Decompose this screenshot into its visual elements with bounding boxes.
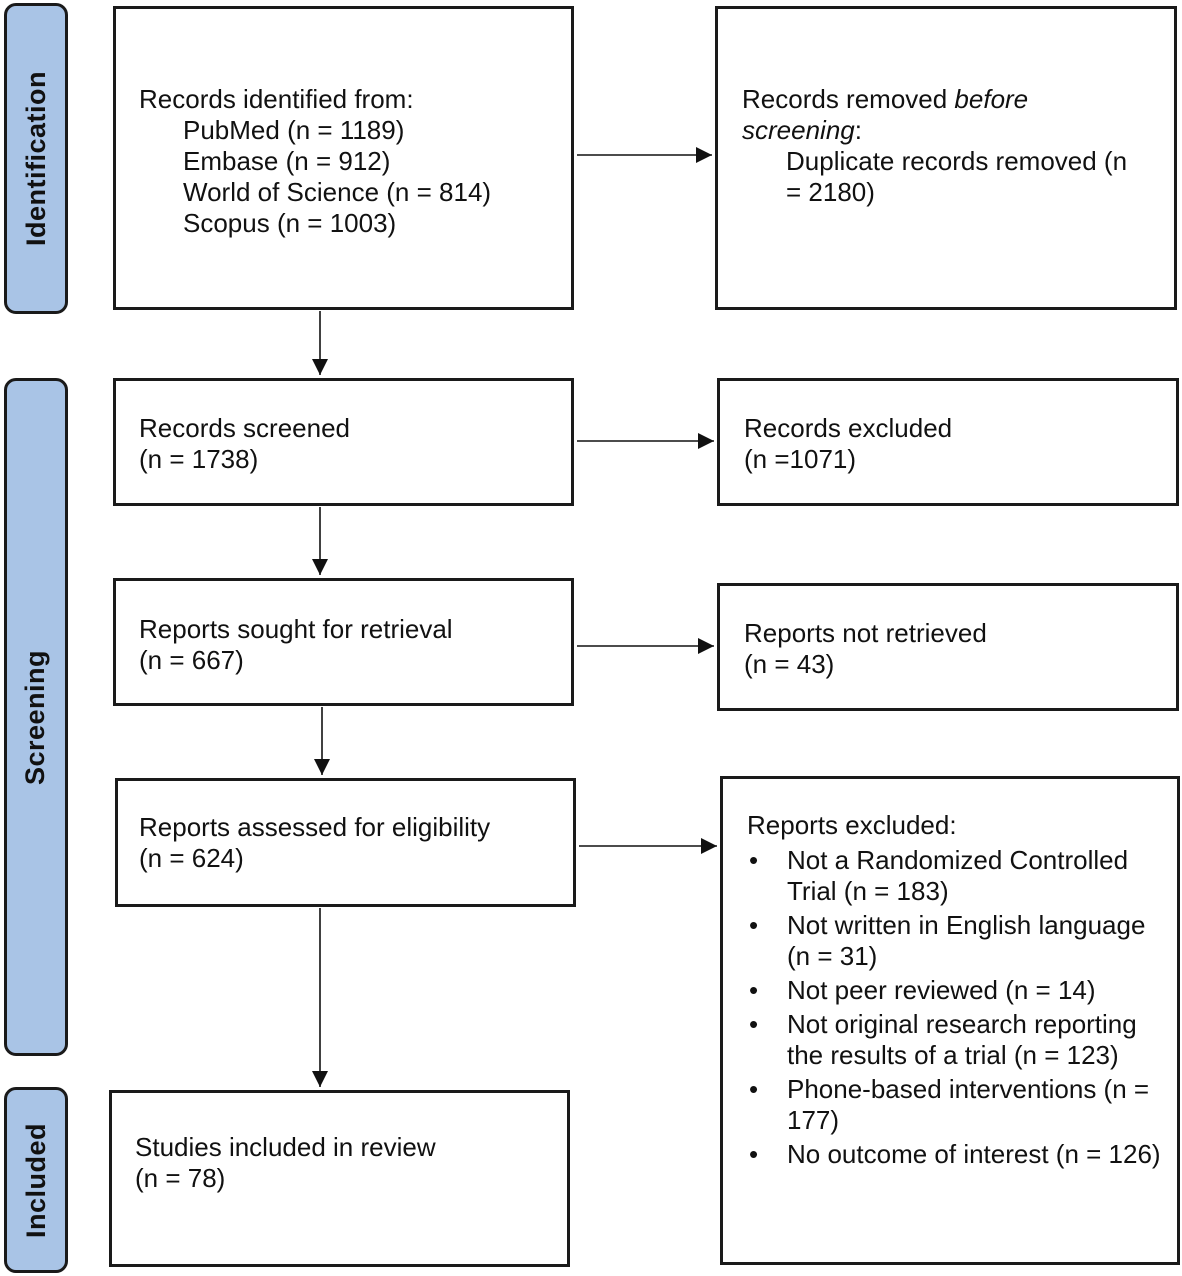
- reports-excluded-box: Reports excluded: Not a Randomized Contr…: [720, 776, 1180, 1265]
- stage-included: Included: [4, 1087, 68, 1273]
- stage-screening: Screening: [4, 378, 68, 1056]
- exclusion-reason: Not original research reporting the resu…: [749, 1009, 1167, 1071]
- removed-heading: Records removed before: [742, 84, 1029, 114]
- reports-assessed-box: Reports assessed for eligibility (n = 62…: [115, 778, 576, 907]
- source-embase: Embase (n = 912): [183, 146, 391, 176]
- exclusion-reason: Not peer reviewed (n = 14): [749, 975, 1167, 1006]
- source-pubmed: PubMed (n = 1189): [183, 115, 405, 145]
- source-scopus: Scopus (n = 1003): [183, 208, 397, 238]
- reports-not-retrieved-box: Reports not retrieved (n = 43): [717, 583, 1179, 711]
- exclusion-reason: No outcome of interest (n = 126): [749, 1139, 1167, 1170]
- exclusion-reason: Phone-based interventions (n = 177): [749, 1074, 1167, 1136]
- records-screened-box: Records screened (n = 1738): [113, 378, 574, 506]
- studies-included-box: Studies included in review (n = 78): [109, 1090, 570, 1267]
- records-excluded-box: Records excluded (n =1071): [717, 378, 1179, 506]
- reports-excluded-heading: Reports excluded:: [747, 810, 957, 840]
- exclusion-reason: Not written in English language (n = 31): [749, 910, 1167, 972]
- removed-detail-line-1: Duplicate records removed (n: [786, 146, 1128, 176]
- reports-sought-box: Reports sought for retrieval (n = 667): [113, 578, 574, 706]
- source-world-of-science: World of Science (n = 814): [183, 177, 492, 207]
- identification-box: Records identified from: PubMed (n = 118…: [113, 6, 574, 310]
- exclusion-reasons-list: Not a Randomized Controlled Trial (n = 1…: [747, 845, 1167, 1170]
- records-removed-box: Records removed before screening: Duplic…: [715, 6, 1177, 310]
- removed-detail-line-2: = 2180): [786, 177, 875, 207]
- stage-identification: Identification: [4, 3, 68, 314]
- identification-heading: Records identified from:: [139, 84, 414, 114]
- exclusion-reason: Not a Randomized Controlled Trial (n = 1…: [749, 845, 1167, 907]
